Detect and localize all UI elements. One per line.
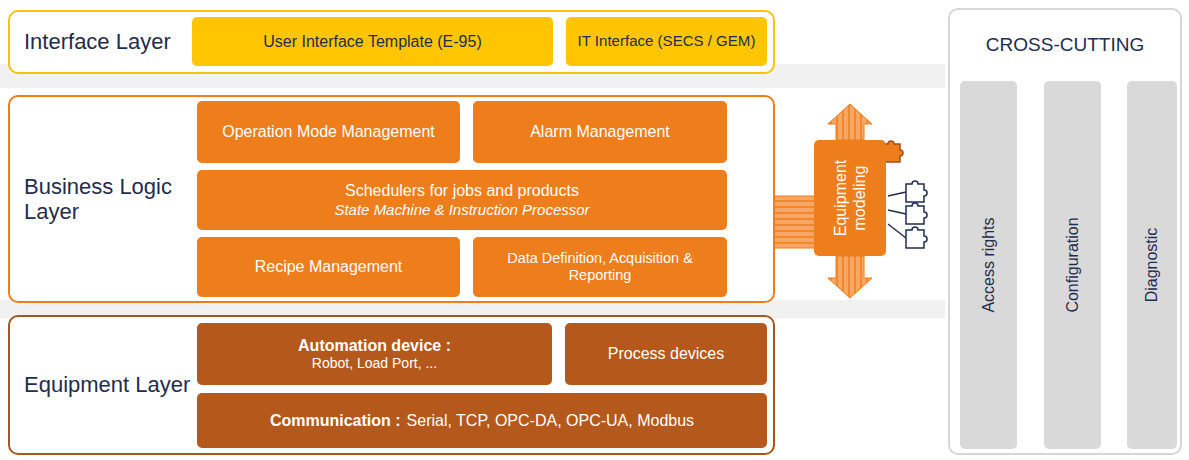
- interface-box: User Interface Template (E-95): [192, 17, 553, 66]
- box-title: Operation Mode Management: [222, 122, 435, 141]
- equipment-layer-band: Equipment Layer Automation device :Robot,…: [8, 315, 775, 455]
- layer-label: Equipment Layer: [24, 372, 194, 397]
- logic-box: Operation Mode Management: [197, 101, 460, 163]
- box-title: Communication :: [270, 411, 401, 430]
- box-title: Recipe Management: [255, 257, 403, 276]
- box-subtitle: Robot, Load Port, ...: [312, 355, 437, 372]
- puzzle-icons: [882, 141, 927, 248]
- scheduler-box: Schedulers for jobs and productsState Ma…: [197, 170, 727, 230]
- modeling-arrow-up: [828, 104, 872, 140]
- box-title: Alarm Management: [530, 122, 670, 141]
- layer-label: Business Logic Layer: [24, 174, 194, 225]
- text-wrap: Data Definition, Acquisition & Reporting: [473, 250, 727, 285]
- vertical-label: Equipment modeling: [831, 148, 869, 248]
- cross-cutting-column: Diagnostic: [1127, 81, 1177, 449]
- communication-box: Communication : Serial, TCP, OPC-DA, OPC-…: [197, 393, 767, 448]
- text-wrap: Schedulers for jobs and productsState Ma…: [326, 181, 597, 218]
- panel-title: CROSS-CUTTING: [986, 34, 1144, 57]
- text-wrap: Automation device :Robot, Load Port, ...: [290, 336, 459, 372]
- vertical-label: Configuration: [1063, 217, 1082, 312]
- cross-cutting-column: Configuration: [1044, 81, 1101, 449]
- box-subtitle: Serial, TCP, OPC-DA, OPC-UA, Modbus: [407, 411, 695, 430]
- text-wrap: Alarm Management: [522, 122, 678, 141]
- box-title: IT Interface (SECS / GEM): [578, 32, 756, 50]
- business-layer-band: Business Logic Layer Operation Mode Manag…: [8, 95, 775, 303]
- logic-box: Data Definition, Acquisition & Reporting: [473, 237, 727, 297]
- text-wrap: Communication : Serial, TCP, OPC-DA, OPC-…: [262, 411, 702, 430]
- layer-label: Interface Layer: [24, 29, 194, 54]
- logic-box: Alarm Management: [473, 101, 727, 163]
- text-wrap: Process devices: [600, 344, 733, 363]
- box-title: Schedulers for jobs and products: [345, 181, 579, 200]
- cross-cutting-panel: CROSS-CUTTING Access rights Configuration D…: [948, 8, 1182, 455]
- box-title: Automation device :: [298, 336, 451, 355]
- equipment-box: Process devices: [565, 323, 767, 385]
- equipment-box: Automation device :Robot, Load Port, ...: [197, 323, 552, 385]
- text-wrap: Recipe Management: [247, 257, 411, 276]
- box-title: Process devices: [608, 344, 725, 363]
- box-title: User Interface Template (E-95): [263, 32, 481, 51]
- interface-layer-band: Interface Layer User Interface Template (…: [8, 10, 775, 74]
- text-wrap: Operation Mode Management: [214, 122, 443, 141]
- text-wrap: User Interface Template (E-95): [255, 32, 489, 51]
- cross-cutting-column: Access rights: [960, 81, 1017, 449]
- box-subtitle: State Machine & Instruction Processor: [334, 201, 589, 219]
- vertical-label: Access rights: [979, 217, 998, 312]
- modeling-box: Equipment modeling: [814, 140, 886, 256]
- box-title: Data Definition, Acquisition & Reporting: [481, 250, 719, 285]
- modeling-arrow-down: [828, 256, 872, 298]
- logic-box: Recipe Management: [197, 237, 460, 297]
- interface-box: IT Interface (SECS / GEM): [566, 17, 767, 66]
- text-wrap: IT Interface (SECS / GEM): [570, 32, 764, 50]
- vertical-label: Diagnostic: [1142, 228, 1161, 303]
